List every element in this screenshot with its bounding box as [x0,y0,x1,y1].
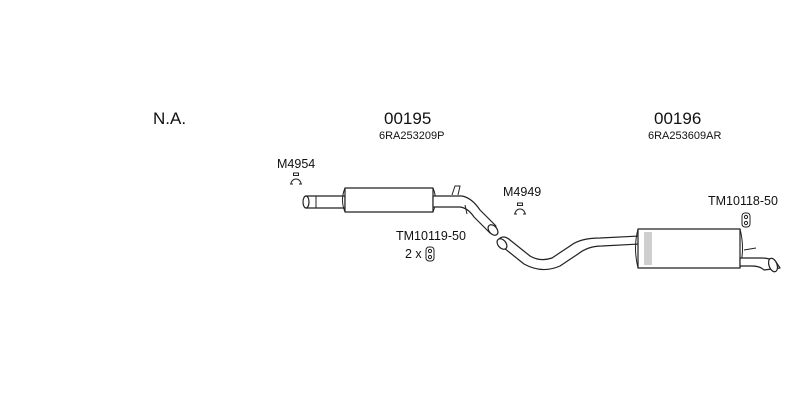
hanger-rear-label: TM10118-50 [708,194,778,208]
clamp-middle-label: M4949 [503,185,542,199]
section-na-label: N.A. [153,109,187,128]
hanger-front-quantity: 2 x [405,247,422,261]
clamp-icon [290,172,302,185]
front-silencer-code: 00195 [384,109,432,128]
clamp-icon [514,202,526,215]
front-silencer-part [302,185,499,236]
rubber-hanger-icon [425,246,435,262]
hanger-front-label: TM10119-50 [396,229,466,243]
clamp-front-label: M4954 [277,157,316,171]
front-silencer-ref: 6RA253209P [379,130,445,142]
rear-silencer-code: 00196 [654,109,702,128]
rear-silencer-ref: 6RA253609AR [648,130,722,142]
rubber-hanger-icon [741,212,751,228]
rear-silencer-part [496,228,781,273]
